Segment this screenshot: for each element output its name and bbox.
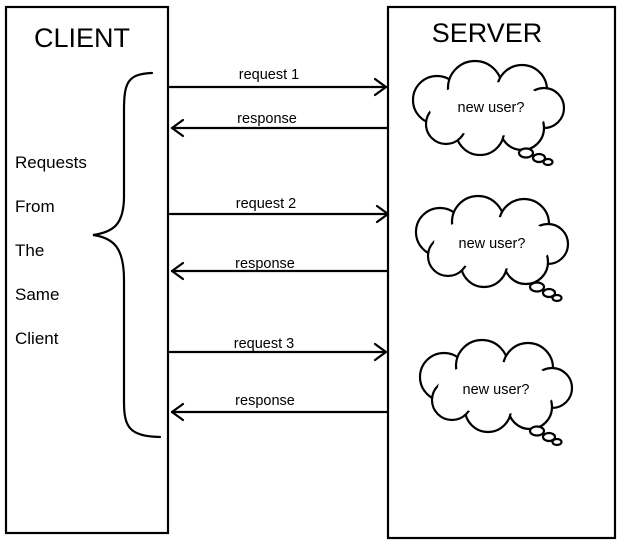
side-label-word: Client <box>15 329 59 348</box>
side-label-word: Requests <box>15 153 87 172</box>
thought-cloud: new user? <box>414 194 570 303</box>
request-label: request 2 <box>236 196 296 212</box>
arrowhead <box>373 342 388 362</box>
response-label: response <box>235 393 295 409</box>
arrowhead <box>375 204 390 224</box>
thought-text: new user? <box>458 100 525 116</box>
thought-text: new user? <box>463 382 530 398</box>
response-label: response <box>235 256 295 272</box>
exchange-3: request 3 response new user? <box>168 336 574 447</box>
arrowhead <box>373 77 388 97</box>
response-label: response <box>237 111 297 127</box>
request-label: request 3 <box>234 336 294 352</box>
thought-text: new user? <box>459 236 526 252</box>
side-label: Requests From The Same Client <box>15 153 87 348</box>
arrowhead <box>170 402 185 422</box>
exchange-2: request 2 response new user? <box>168 194 570 303</box>
side-label-word: Same <box>15 285 59 304</box>
arrowhead <box>170 261 185 281</box>
arrowhead <box>170 118 185 138</box>
grouping-brace <box>92 71 162 439</box>
side-label-word: From <box>15 197 55 216</box>
exchange-1: request 1 response new user? <box>168 59 566 167</box>
side-label-word: The <box>15 241 44 260</box>
server-title: SERVER <box>432 18 543 48</box>
client-box <box>4 5 170 535</box>
thought-cloud: new user? <box>418 338 574 447</box>
thought-cloud: new user? <box>411 59 566 167</box>
request-label: request 1 <box>239 67 299 83</box>
client-title: CLIENT <box>34 23 130 53</box>
